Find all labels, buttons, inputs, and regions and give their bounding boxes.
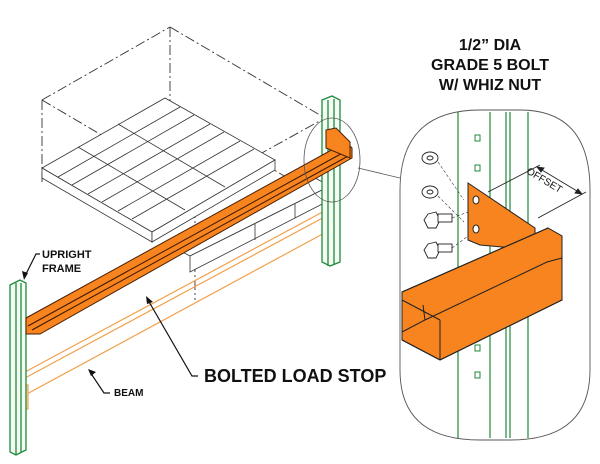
bolt-spec-line-3: W/ WHIZ NUT <box>438 77 542 94</box>
upright-left <box>9 279 27 456</box>
offset-dimension <box>487 164 587 219</box>
detail-view <box>399 109 591 441</box>
bolt-spec-line-2: GRADE 5 BOLT <box>431 57 549 74</box>
load-stop-bar <box>25 127 353 335</box>
pallet-upper <box>41 97 276 243</box>
upright-right <box>321 95 341 267</box>
bolt-spec-label: 1/2” DIA GRADE 5 BOLT W/ WHIZ NUT <box>410 36 570 96</box>
bolt-icon <box>423 211 453 259</box>
upright-label-line-1: UPRIGHT <box>42 249 92 261</box>
leader-lines <box>23 253 198 394</box>
whiz-nut-icon <box>421 151 439 199</box>
upright-frame-label: UPRIGHT FRAME <box>42 248 92 276</box>
load-stop-label: BOLTED LOAD STOP <box>204 366 387 386</box>
upright-label-line-2: FRAME <box>42 263 82 275</box>
beam-label: BEAM <box>114 388 144 399</box>
load-stop-bracket <box>401 182 563 361</box>
detail-callout-small <box>303 117 361 203</box>
bolt-spec-line-1: 1/2” DIA <box>458 37 522 54</box>
